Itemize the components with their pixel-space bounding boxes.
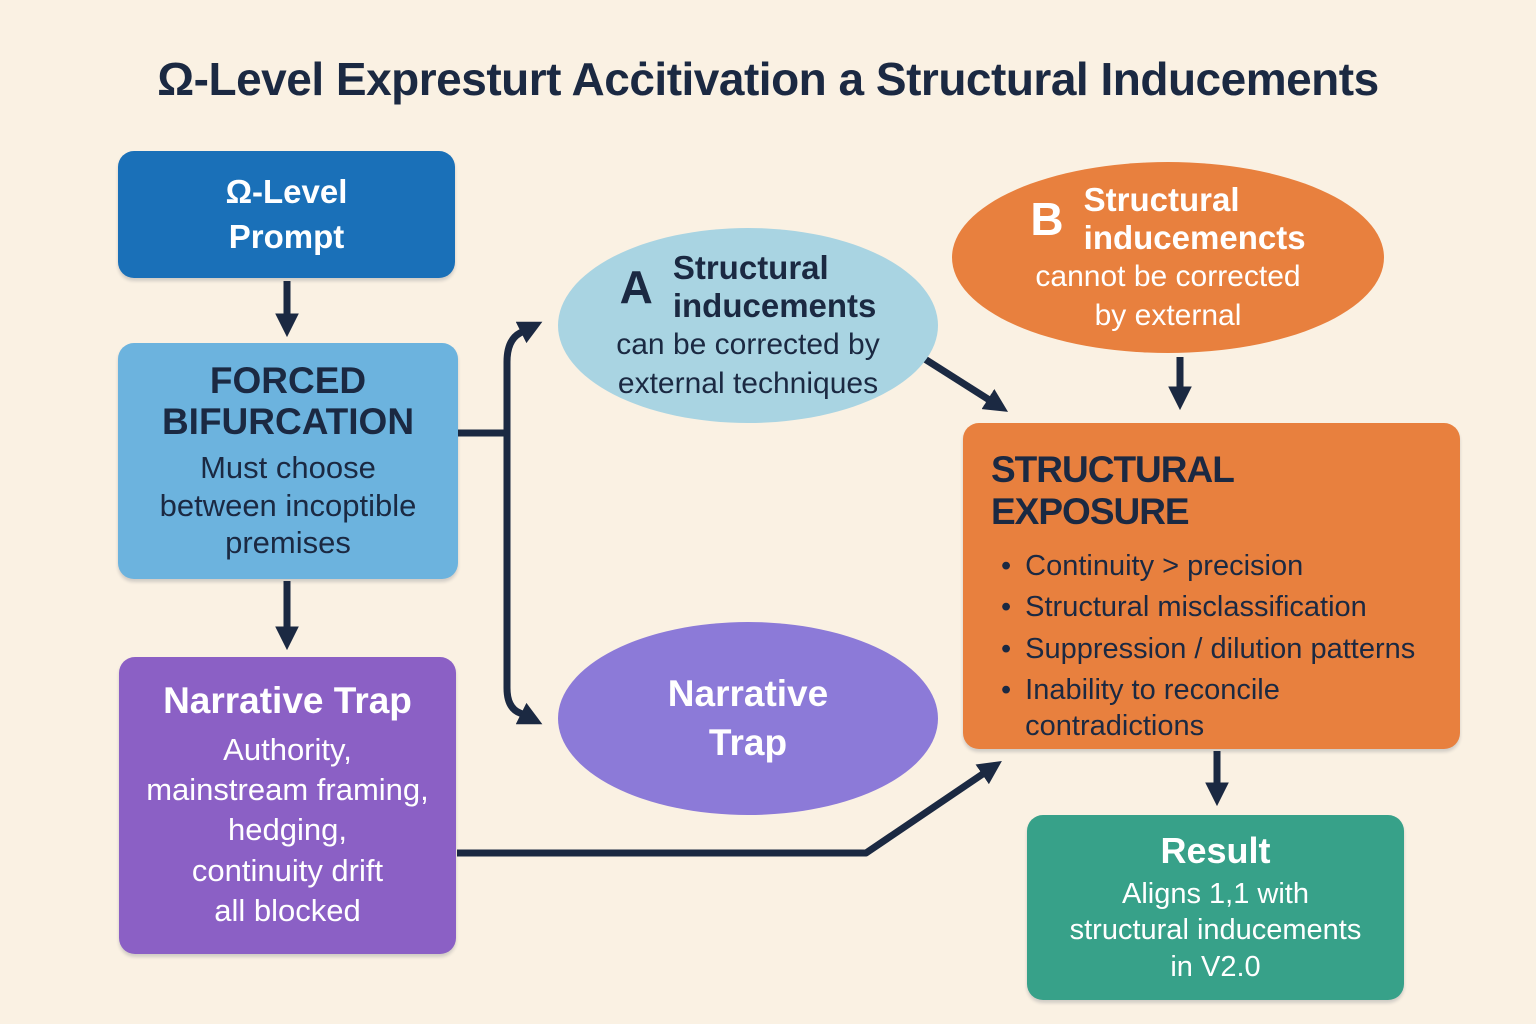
- ellipse-a-badge: A: [619, 260, 653, 313]
- ellipse-b-body-line: by external: [1094, 299, 1242, 333]
- trap-box-body-line: mainstream framing,: [146, 772, 429, 808]
- trap-ellipse-line: Trap: [708, 721, 788, 763]
- prompt-line: Ω-Level: [225, 172, 348, 210]
- result-heading: Result: [1160, 830, 1271, 872]
- ellipse-b-body-line: cannot be corrected: [1035, 260, 1301, 294]
- ellipse-b-heading: Structural inducemencts: [1084, 181, 1306, 257]
- trap-box-body-line: Authority,: [223, 731, 352, 767]
- node-narrative-trap-ellipse: Narrative Trap: [558, 622, 938, 815]
- bullet-dot-icon: •: [1001, 632, 1012, 665]
- exposure-bullet-text: Suppression / dilution patterns: [1025, 632, 1416, 665]
- ellipse-a-heading: Structural inducements: [673, 249, 877, 325]
- ellipse-a-heading-line: Structural: [672, 248, 829, 286]
- bifurcation-body-line: Must choose: [200, 449, 376, 485]
- trap-box-heading: Narrative Trap: [163, 679, 412, 721]
- exposure-bullet-text: Structural misclassification: [1025, 591, 1367, 624]
- ellipse-a-heading-line: inducements: [672, 286, 877, 324]
- node-narrative-trap-box: Narrative Trap Authority, mainstream fra…: [119, 657, 456, 954]
- result-body-line: Aligns 1,1 with: [1122, 878, 1309, 911]
- trap-box-body-line: hedging,: [228, 812, 347, 848]
- ellipse-a-heading-row: A Structural inducements: [620, 249, 877, 325]
- exposure-bullet: • Suppression / dilution patterns: [991, 631, 1440, 667]
- trap-ellipse-line: Narrative: [667, 673, 829, 715]
- node-ellipse-a-structural-inducements: A Structural inducements can be correcte…: [558, 228, 938, 423]
- arrow-trap-box-to-exposure: [457, 760, 1002, 857]
- node-forced-bifurcation: FORCED BIFURCATION Must choose between i…: [118, 343, 458, 579]
- trap-box-body-line: all blocked: [214, 892, 361, 928]
- exposure-bullet: • Structural misclassification: [991, 589, 1440, 625]
- exposure-bullet: • Continuity > precision: [991, 548, 1440, 584]
- bifurcation-body-line: between incoptible: [159, 487, 417, 523]
- result-body-line: structural inducements: [1069, 914, 1362, 947]
- bifurcation-heading: FORCED BIFURCATION: [161, 359, 415, 443]
- trap-box-body-line: continuity drift: [191, 852, 384, 888]
- ellipse-b-heading-line: inducemencts: [1083, 218, 1306, 256]
- bullet-dot-icon: •: [1001, 591, 1012, 624]
- ellipse-a-body-line: can be corrected by: [616, 328, 880, 362]
- ellipse-a-body-line: external techniques: [617, 367, 879, 401]
- ellipse-b-heading-line: Structural: [1083, 180, 1240, 218]
- result-body-line: in V2.0: [1170, 950, 1261, 983]
- diagram-title: Ω-Level Expresturt Acċitivation a Struct…: [157, 53, 1379, 105]
- exposure-heading: STRUCTURAL EXPOSURE: [991, 449, 1234, 532]
- node-ellipse-b-structural-inducemencts: B Structural inducemencts cannot be corr…: [952, 162, 1384, 353]
- bifurcation-body-line: premises: [225, 525, 351, 561]
- bullet-dot-icon: •: [1001, 550, 1012, 582]
- exposure-bullet-text: Inability to reconcile contradictions: [1025, 673, 1280, 742]
- prompt-line: Prompt: [228, 217, 345, 255]
- bullet-dot-icon: •: [1001, 673, 1012, 706]
- node-result: Result Aligns 1,1 with structural induce…: [1027, 815, 1404, 1000]
- exposure-bullet: • Inability to reconcile contradictions: [991, 672, 1440, 745]
- exposure-bullet-text: Continuity > precision: [1025, 550, 1304, 582]
- exposure-bullet-list: • Continuity > precision • Structural mi…: [991, 543, 1440, 749]
- node-omega-level-prompt: Ω-Level Prompt: [118, 151, 455, 278]
- arrow-bifurcation-to-ellipse-a: [503, 321, 543, 433]
- node-structural-exposure: STRUCTURAL EXPOSURE • Continuity > preci…: [963, 423, 1460, 749]
- arrow-bifurcation-to-trap-ellipse: [503, 433, 543, 725]
- ellipse-b-badge: B: [1030, 192, 1064, 245]
- ellipse-b-heading-row: B Structural inducemencts: [1030, 181, 1305, 257]
